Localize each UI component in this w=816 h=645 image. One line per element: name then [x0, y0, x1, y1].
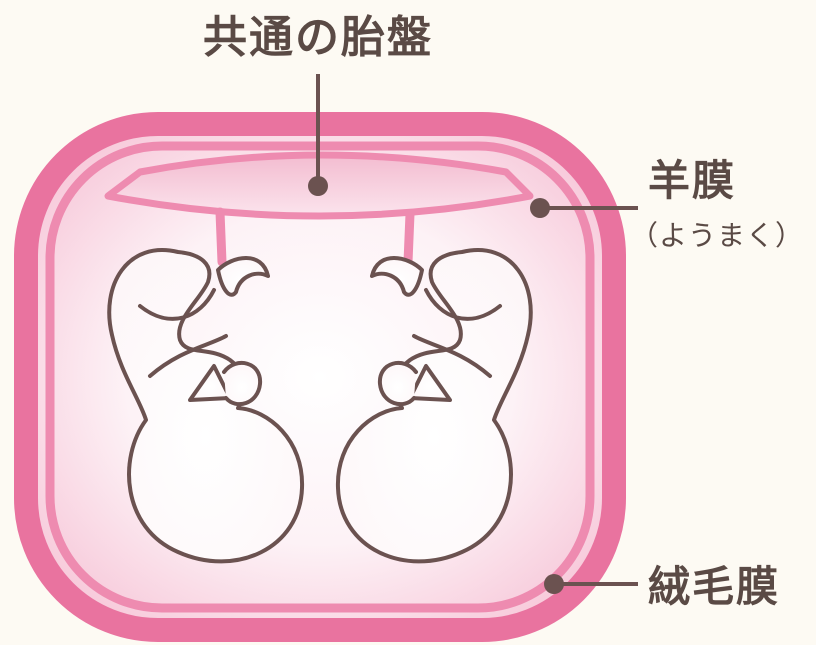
placenta-leader-dot	[308, 176, 328, 196]
chorion-label: 絨毛膜	[648, 566, 780, 608]
placenta-label: 共通の胎盤	[168, 16, 468, 60]
chorion-leader-dot	[544, 574, 564, 594]
umbilical-cord-right	[408, 214, 410, 262]
amnion-leader-dot	[530, 198, 550, 218]
umbilical-cord-left	[220, 212, 222, 262]
amnion-label: 羊膜	[648, 160, 736, 202]
amnion-reading-label: （ようまく）	[630, 222, 804, 250]
